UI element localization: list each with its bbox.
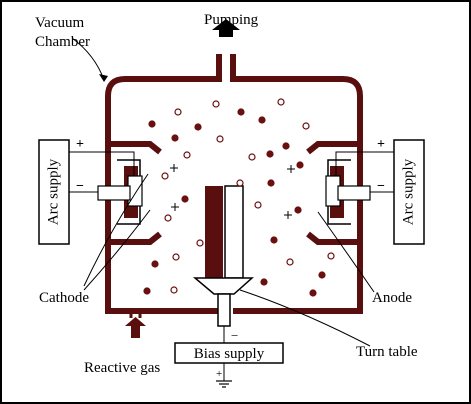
arc-supply-right-label: Arc supply bbox=[400, 158, 416, 225]
left-plus-sign: + bbox=[76, 137, 84, 152]
arc-supply-left-label: Arc supply bbox=[45, 158, 61, 225]
vacuum-leader-arrowhead bbox=[99, 74, 108, 82]
bias-supply: Bias supply − + bbox=[174, 326, 284, 388]
vacuum-label-line1: Vacuum bbox=[35, 15, 84, 31]
bias-minus-sign: − bbox=[231, 328, 238, 343]
arc-supply-left: Arc supply bbox=[38, 139, 70, 245]
leader-lines bbox=[71, 37, 375, 347]
turn-table bbox=[192, 185, 254, 327]
left-minus-sign: − bbox=[76, 179, 84, 194]
cathode-label: Cathode bbox=[39, 290, 89, 306]
arc-supply-wiring bbox=[69, 151, 394, 193]
pumping-arrow bbox=[212, 19, 240, 37]
right-plus-sign: + bbox=[377, 137, 385, 152]
plasma-particles bbox=[143, 98, 335, 297]
reactive-gas-inlet bbox=[125, 311, 146, 338]
bias-supply-label: Bias supply bbox=[194, 346, 265, 362]
pumping-label: Pumping bbox=[204, 12, 259, 28]
ion-symbols bbox=[170, 164, 295, 219]
reactive-gas-label: Reactive gas bbox=[84, 360, 160, 376]
bias-plus-sign: + bbox=[216, 368, 222, 380]
anode-label: Anode bbox=[372, 290, 412, 306]
chamber-wall bbox=[105, 54, 363, 314]
right-minus-sign: − bbox=[377, 179, 385, 194]
right-anode-assembly bbox=[306, 141, 371, 245]
left-cathode-assembly bbox=[97, 141, 162, 245]
turn-table-label: Turn table bbox=[356, 344, 418, 360]
arc-supply-right: Arc supply bbox=[393, 139, 425, 245]
vacuum-label-line2: Chamber bbox=[35, 34, 90, 50]
